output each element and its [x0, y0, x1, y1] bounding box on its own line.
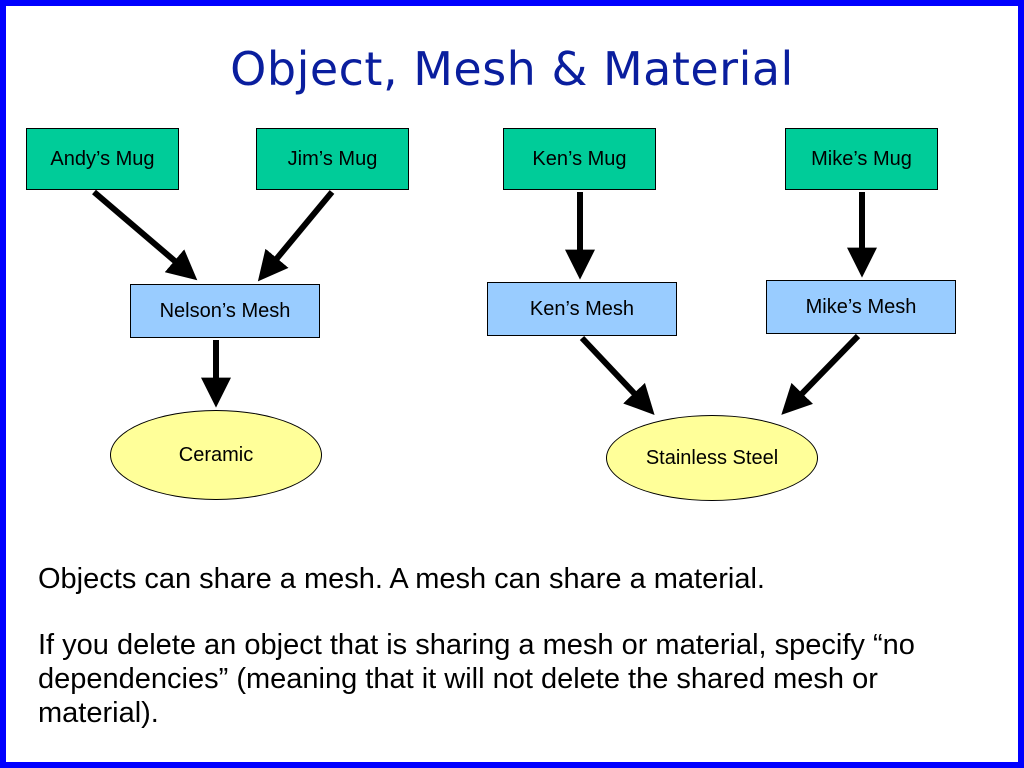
arrow-andy-to-nelson	[92, 189, 198, 281]
mesh-nelsons-mesh: Nelson’s Mesh	[130, 284, 320, 338]
mesh-kens-mesh: Ken’s Mesh	[487, 282, 677, 336]
text-sharing-rule: Objects can share a mesh. A mesh can sha…	[38, 563, 765, 595]
arrow-jim-to-nelson	[257, 190, 335, 282]
object-andys-mug: Andy’s Mug	[26, 128, 179, 190]
material-ceramic: Ceramic	[110, 410, 322, 500]
mesh-mikes-mesh: Mike’s Mesh	[766, 280, 956, 334]
slide-title: Object, Mesh & Material	[230, 42, 794, 96]
object-kens-mug: Ken’s Mug	[503, 128, 656, 190]
object-mikes-mug: Mike’s Mug	[785, 128, 938, 190]
arrows-layer	[92, 189, 877, 415]
text-delete-instructions: If you delete an object that is sharing …	[38, 629, 915, 729]
object-jims-mug: Jim’s Mug	[256, 128, 409, 190]
material-stainless-steel: Stainless Steel	[606, 415, 818, 501]
arrow-mike-mesh-to-steel	[781, 333, 861, 415]
arrow-ken-mesh-to-steel	[579, 335, 655, 415]
